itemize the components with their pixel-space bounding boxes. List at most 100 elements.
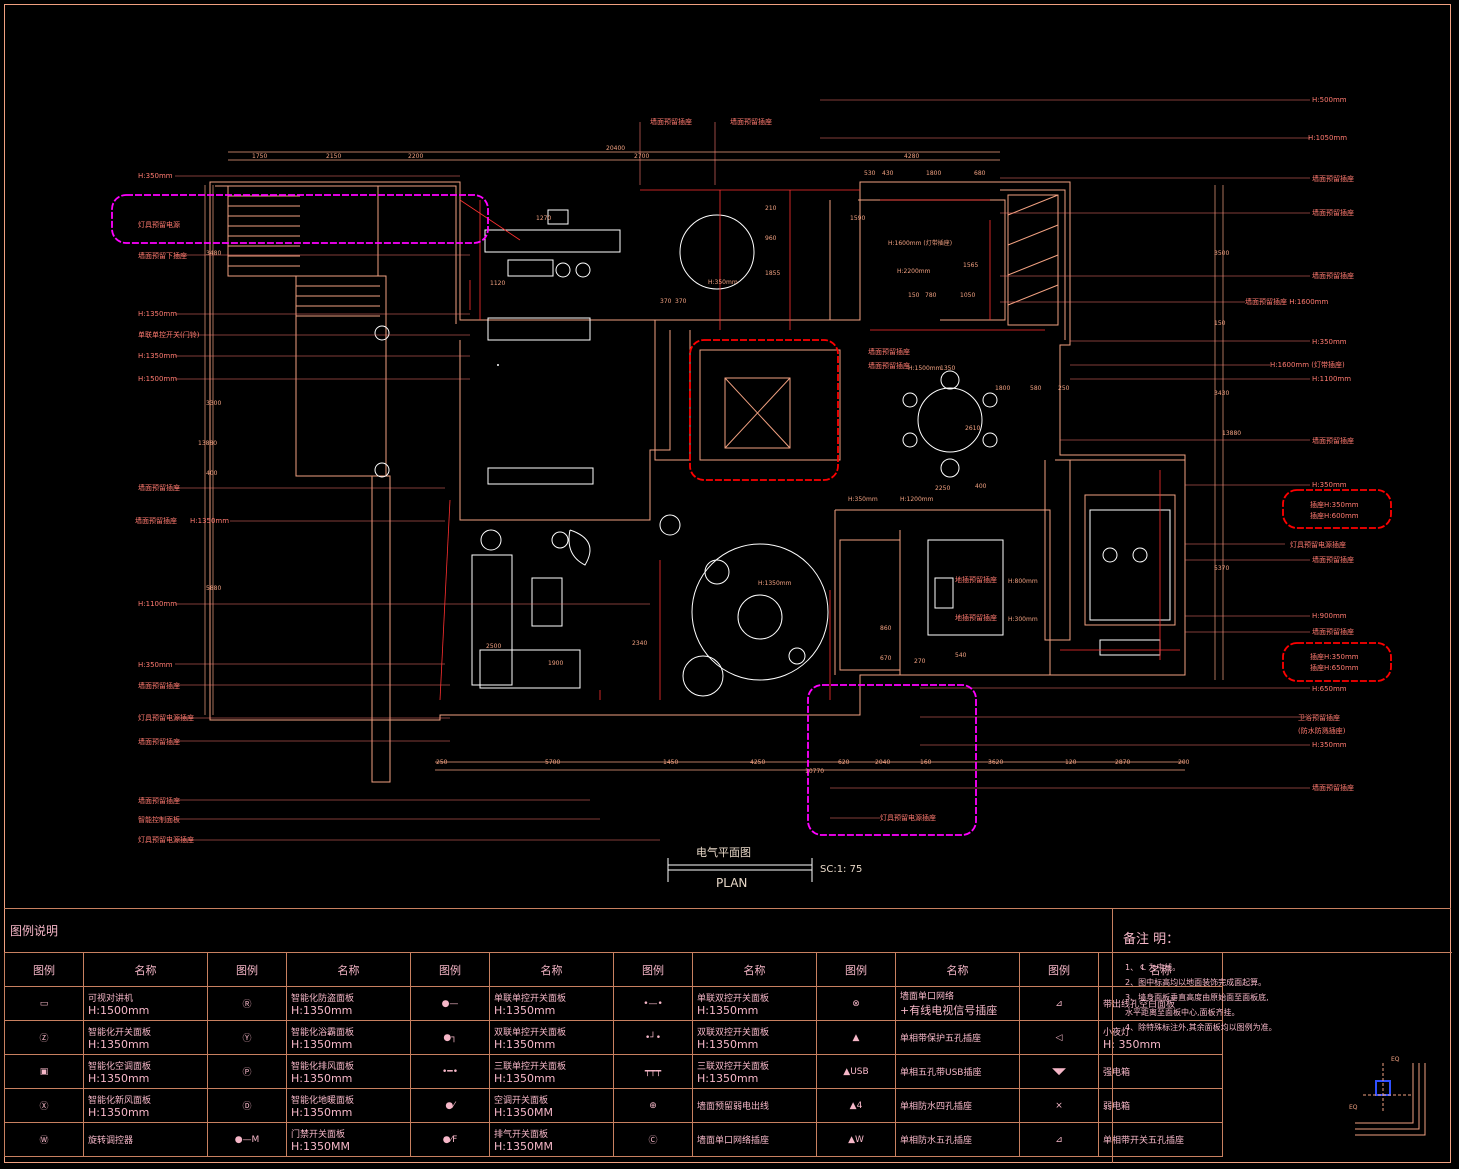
left-callout-label: H:1350mm (190, 517, 230, 525)
legend-symbol-icon: Ⓡ (207, 986, 287, 1021)
inner-dim-label: 250 (1058, 385, 1070, 392)
center-callout-label: 地插预留插座 (955, 576, 997, 584)
legend-symbol-icon: Ⓩ (4, 1020, 84, 1055)
legend-symbol-icon: ▲4 (816, 1088, 896, 1123)
legend-item-name: 智能化开关面板 (88, 1027, 152, 1038)
legend-item-height: H:1350mm (494, 1071, 556, 1085)
legend-symbol-icon: ┯┯┯ (613, 1054, 693, 1089)
legend-item-name: 三联双控开关面板 (697, 1061, 770, 1072)
center-callout-label: 墙面预留插座 (868, 362, 910, 370)
legend-header-symbol: 图例 (1019, 952, 1099, 987)
legend-item-height: +有线电视信号插座 (900, 1004, 998, 1017)
legend-name-cell: 墙面单口网络插座 (692, 1122, 817, 1157)
inner-dim-label: 2610 (965, 425, 981, 432)
right-callout-label: 插座H:600mm (1310, 512, 1359, 520)
legend-item-name: 空调开关面板 (494, 1095, 549, 1106)
legend-item-name: 单相五孔带USB插座 (900, 1068, 982, 1078)
right-callout-label: 墙面预留插座 (1312, 175, 1354, 183)
left-callout-label: 灯具预留电源插座 (138, 836, 194, 844)
right-callout-label: 墙面预留插座 (1312, 272, 1354, 280)
top-dim-label: 20400 (606, 145, 626, 152)
legend-item-height: H:1350mm (291, 1071, 353, 1085)
left-callout-label: H:350mm (138, 661, 173, 669)
legend-name-cell: 单相防水四孔插座 (895, 1088, 1020, 1123)
bottom-dim-label: 620 (838, 759, 850, 766)
top-dim-label: 2700 (634, 153, 650, 160)
legend-symbol-icon: ●⁄ (410, 1088, 490, 1123)
legend-item-name: 智能化防盗面板 (291, 993, 355, 1004)
right-callout-label: 墙面预留插座 (1312, 628, 1354, 636)
inner-dim-label: H:1350mm (758, 580, 792, 587)
inner-dim-label: 2500 (486, 643, 502, 650)
bottom-dim-label: 4250 (750, 759, 766, 766)
inner-dim-label: 370 (660, 298, 672, 305)
left-dim-label: 3480 (206, 250, 222, 257)
inner-dim-label: 1050 (960, 292, 976, 299)
legend-symbol-icon: ⊕ (613, 1088, 693, 1123)
legend-item-height: H:1350MM (494, 1105, 553, 1119)
legend-symbol-icon: ⨯ (1019, 1088, 1099, 1123)
inner-dim-label: 1565 (963, 262, 979, 269)
left-callout-label: 灯具预留电源插座 (138, 714, 194, 722)
legend-header-name: 名称 (489, 952, 614, 987)
inner-dim-label: 540 (955, 652, 967, 659)
legend-item-name: 墙面预留弱电出线 (697, 1102, 770, 1112)
top-dim-label: 1750 (252, 153, 268, 160)
right-callout-label: H:1600mm (灯带插座) (1270, 361, 1345, 369)
plan-scale: SC:1: 75 (820, 864, 863, 875)
center-callout-label: 地插预留插座 (955, 614, 997, 622)
center-callout-label: 灯具预留电源插座 (880, 814, 936, 822)
eq-label-top: EQ (1391, 1056, 1400, 1063)
legend-symbol-icon: Ⓓ (207, 1088, 287, 1123)
inner-dim-label: 150 (908, 292, 920, 299)
legend-item-name: 排气开关面板 (494, 1129, 549, 1140)
legend-top-rule (4, 908, 1451, 909)
top-dim-label: 4280 (904, 153, 920, 160)
legend-header-name: 名称 (895, 952, 1020, 987)
inner-dim-label: 270 (914, 658, 926, 665)
left-dim-label: 400 (206, 470, 218, 477)
right-callout-label: 插座H:350mm (1310, 653, 1359, 661)
right-callout-label: 卫浴预留插座 (1298, 714, 1340, 722)
legend-symbol-icon: ⊗ (816, 986, 896, 1021)
legend-item-name: 小夜灯 (1103, 1027, 1131, 1038)
legend-item-height: H:1350mm (88, 1105, 150, 1119)
inner-dim-label: 1900 (548, 660, 564, 667)
right-callout-label: H:350mm (1312, 741, 1347, 749)
legend-item-name: 智能化排风面板 (291, 1061, 355, 1072)
right-callout-label: 墙面预留插座 H:1600mm (1245, 298, 1329, 306)
inner-dim-label: 1590 (850, 215, 866, 222)
inner-dim-label: 960 (765, 235, 777, 242)
legend-item-name: 强电箱 (1103, 1068, 1131, 1078)
legend-symbol-icon: ●— (410, 986, 490, 1021)
legend-symbol-icon: ◥◤ (1019, 1054, 1099, 1089)
legend-item-height: H:1500mm (88, 1003, 150, 1017)
right-callout-label: H:350mm (1312, 338, 1347, 346)
legend-symbol-icon: •┘• (613, 1020, 693, 1055)
legend-name-cell: 单相带保护五孔插座 (895, 1020, 1020, 1055)
notes-panel: 备注 明： 1、 ℄ 为中线。2、图中标高均以地面装饰完成面起算。3、墙身面板垂… (1112, 908, 1452, 1163)
bottom-dim-label: 160 (920, 759, 932, 766)
legend-symbol-icon: Ⓦ (4, 1122, 84, 1157)
legend-symbol-icon: •━• (410, 1054, 490, 1089)
legend-symbol-icon: ▲W (816, 1122, 896, 1157)
legend-item-name: 单相带保护五孔插座 (900, 1034, 982, 1044)
legend-name-cell: 弱电箱 (1098, 1088, 1223, 1123)
legend-symbol-icon: ●—M (207, 1122, 287, 1157)
legend-name-cell: 墙面单口网络+有线电视信号插座 (895, 986, 1020, 1021)
legend-header-symbol: 图例 (4, 952, 84, 987)
legend-item-height: H:1350mm (291, 1003, 353, 1017)
note-item: 1、 ℄ 为中线。 (1125, 963, 1181, 972)
inner-dim-label: 370 (675, 298, 687, 305)
inner-dim-label: H:2200mm (897, 268, 931, 275)
